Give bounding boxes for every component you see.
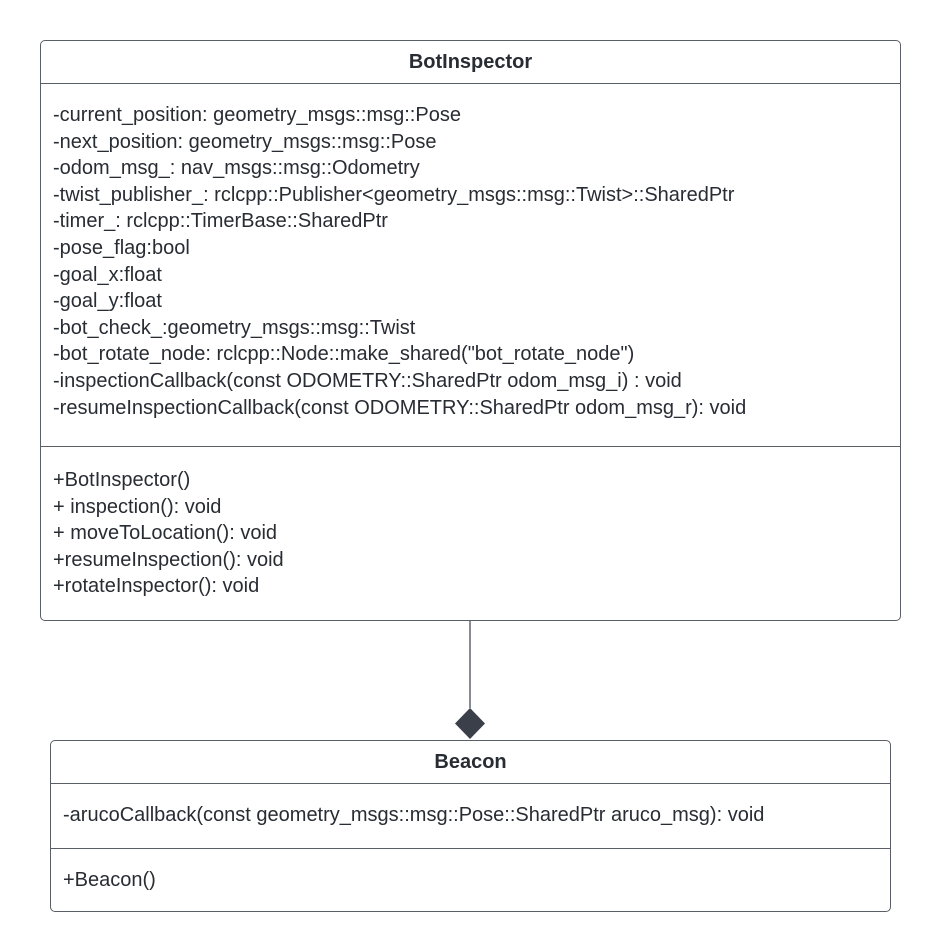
attribute: -next_position: geometry_msgs::msg::Pose xyxy=(53,130,437,153)
method: +rotateInspector(): void xyxy=(53,575,260,598)
attributes-compartment: -current_position: geometry_msgs::msg::P… xyxy=(41,84,900,446)
attribute: -odom_msg_: nav_msgs::msg::Odometry xyxy=(53,157,420,180)
attribute: -twist_publisher_: rclcpp::Publisher<geo… xyxy=(53,183,735,206)
composition-diamond xyxy=(455,708,485,739)
methods-compartment: +BotInspector() + inspection(): void + m… xyxy=(41,446,900,600)
class-name: Beacon xyxy=(51,741,890,784)
method: +Beacon() xyxy=(63,869,156,891)
attribute: -bot_rotate_node: rclcpp::Node::make_sha… xyxy=(53,343,635,366)
attribute: -resumeInspectionCallback(const ODOMETRY… xyxy=(53,396,747,419)
attributes-compartment: -arucoCallback(const geometry_msgs::msg:… xyxy=(51,784,890,848)
class-botinspector[interactable]: BotInspector -current_position: geometry… xyxy=(40,40,901,621)
attribute: -arucoCallback(const geometry_msgs::msg:… xyxy=(63,804,765,826)
method: +resumeInspection(): void xyxy=(53,548,284,571)
methods-compartment: +Beacon() xyxy=(51,848,890,894)
attribute: -pose_flag:bool xyxy=(53,236,190,259)
method: + inspection(): void xyxy=(53,495,222,518)
attribute: -timer_: rclcpp::TimerBase::SharedPtr xyxy=(53,210,388,233)
class-beacon[interactable]: Beacon -arucoCallback(const geometry_msg… xyxy=(50,740,891,912)
attribute: -goal_x:float xyxy=(53,263,162,286)
attribute: -goal_y:float xyxy=(53,290,162,313)
attribute: -inspectionCallback(const ODOMETRY::Shar… xyxy=(53,369,682,392)
class-name: BotInspector xyxy=(41,41,900,84)
attribute: -bot_check_:geometry_msgs::msg::Twist xyxy=(53,316,416,339)
method: +BotInspector() xyxy=(53,469,191,491)
attribute: -current_position: geometry_msgs::msg::P… xyxy=(53,104,461,126)
method: + moveToLocation(): void xyxy=(53,522,278,545)
